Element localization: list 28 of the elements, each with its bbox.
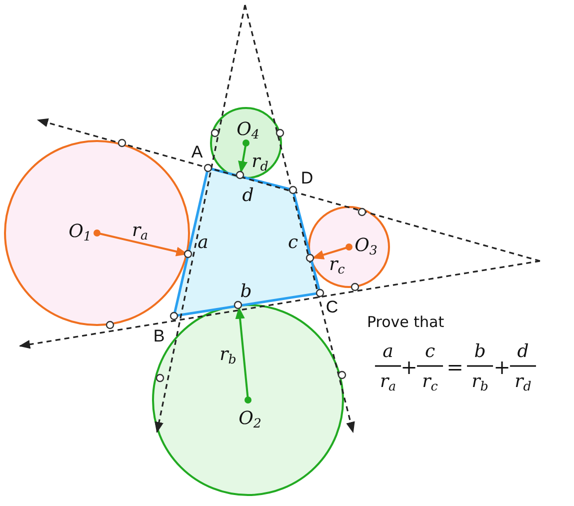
formula-operator: +: [400, 357, 418, 377]
center-label: O$_{1}$: [68, 222, 92, 244]
formula-term: b: [474, 343, 486, 361]
radius-label: r$_{c}$: [329, 256, 345, 276]
formula-term: a: [382, 343, 394, 361]
side-label: b: [240, 283, 252, 301]
formula-term: r$_{a}$: [380, 372, 396, 394]
vertex-label: A: [191, 144, 203, 160]
side-label: a: [198, 234, 208, 252]
radius-label: r$_{d}$: [252, 152, 268, 174]
center-label: O$_{4}$: [236, 120, 260, 142]
prompt-text: Prove that: [367, 315, 444, 330]
vertex-label: B: [153, 328, 165, 344]
center-label: O$_{3}$: [354, 236, 378, 258]
side-label: d: [242, 187, 254, 205]
side-label: c: [288, 234, 298, 252]
vertex-label: C: [326, 298, 338, 316]
formula-term: r$_{d}$: [514, 372, 532, 394]
formula-term: r$_{b}$: [472, 372, 488, 394]
radius-label: r$_{a}$: [132, 222, 148, 242]
formula-term: c: [424, 343, 436, 361]
formula-term: d: [517, 343, 529, 361]
formula-term: r$_{c}$: [422, 372, 438, 394]
formula-operator: =: [446, 357, 464, 377]
formula-operator: +: [494, 357, 510, 377]
center-label: O$_{2}$: [238, 410, 262, 430]
vertex-label: D: [300, 170, 314, 186]
radius-label: r$_{b}$: [220, 346, 236, 366]
